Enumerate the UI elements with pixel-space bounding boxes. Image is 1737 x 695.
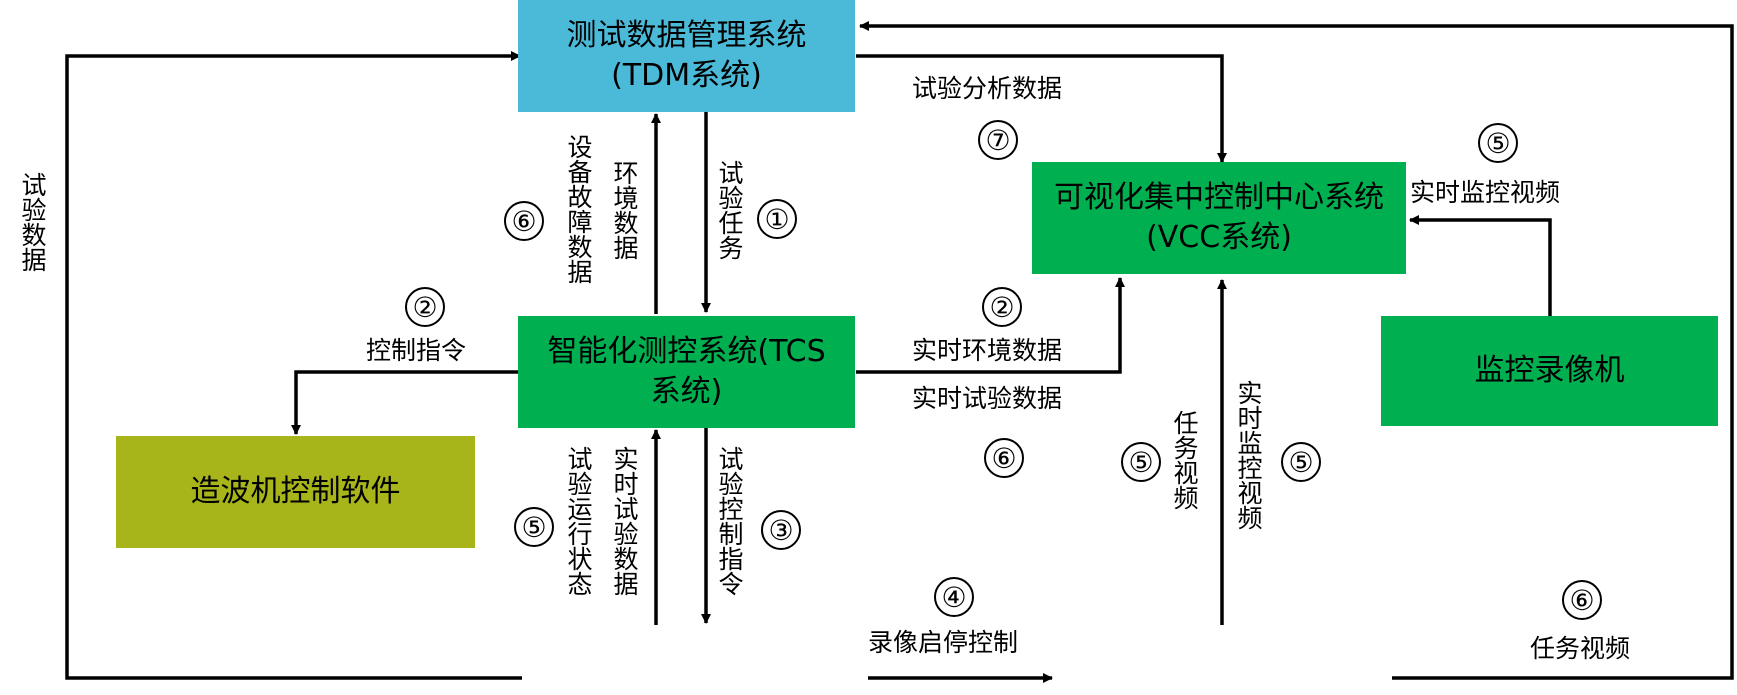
- step-number-5-mid: ⑤: [1121, 442, 1161, 482]
- label-realtime-monitor-video-vertical: 实时监控视频: [1234, 380, 1263, 530]
- vcc-subtitle: (VCC系统): [1146, 220, 1292, 255]
- label-device-fault-data: 设备故障数据: [564, 134, 593, 284]
- step-number-6-left: ⑥: [504, 201, 544, 241]
- step-number-6-bottom: ⑥: [1562, 580, 1602, 620]
- step-number-1: ①: [757, 199, 797, 239]
- label-test-run-status: 试验运行状态: [564, 446, 593, 596]
- step-number-2-left: ②: [405, 287, 445, 327]
- step-number-6-mid: ⑥: [984, 438, 1024, 478]
- wave-maker-software-box: 造波机控制软件: [116, 436, 475, 548]
- tdm-title: 测试数据管理系统: [566, 18, 807, 53]
- tdm-subtitle: (TDM系统): [611, 58, 762, 93]
- step-number-5-top: ⑤: [1478, 123, 1518, 163]
- label-realtime-test-data: 实时试验数据: [912, 384, 1063, 413]
- monitor-recorder-box: 监控录像机: [1381, 316, 1718, 426]
- vcc-system-box: 可视化集中控制中心系统 (VCC系统): [1032, 162, 1406, 274]
- label-task-video-vertical: 任务视频: [1170, 410, 1199, 510]
- vcc-title: 可视化集中控制中心系统: [1054, 180, 1384, 215]
- arrow-test-data-left: [65, 51, 522, 680]
- monitor-title: 监控录像机: [1474, 353, 1625, 388]
- label-env-data: 环境数据: [610, 160, 639, 260]
- tcs-system-box: 智能化测控系统(TCS 系统): [518, 316, 855, 428]
- step-number-5-right: ⑤: [1281, 442, 1321, 482]
- step-number-3: ③: [761, 510, 801, 550]
- label-task-video-bottom: 任务视频: [1530, 634, 1631, 663]
- label-test-control-cmd: 试验控制指令: [715, 446, 744, 596]
- arrow-task-video-loop: [859, 21, 1734, 680]
- step-number-4: ④: [934, 577, 974, 617]
- arrow-control-cmd: [291, 370, 520, 435]
- tdm-system-box: 测试数据管理系统 (TDM系统): [518, 0, 855, 112]
- label-record-start-stop: 录像启停控制: [868, 628, 1019, 657]
- wave-title: 造波机控制软件: [190, 474, 401, 509]
- step-number-2-right: ②: [982, 287, 1022, 327]
- step-number-7: ⑦: [978, 120, 1018, 160]
- arrow-monitor-to-vcc: [1409, 215, 1552, 316]
- label-realtime-monitor-video-top: 实时监控视频: [1410, 178, 1561, 207]
- label-realtime-test-data-vertical: 实时试验数据: [610, 446, 639, 596]
- label-test-data-left: 试验数据: [18, 172, 47, 272]
- label-realtime-env-data: 实时环境数据: [912, 336, 1063, 365]
- tcs-subtitle: 系统): [650, 374, 723, 409]
- tcs-title: 智能化测控系统(TCS: [547, 334, 826, 369]
- arrow-analysis-data: [856, 54, 1227, 163]
- step-number-5-left: ⑤: [514, 507, 554, 547]
- label-test-analysis-data: 试验分析数据: [912, 74, 1063, 103]
- label-test-task: 试验任务: [715, 160, 744, 260]
- label-control-cmd: 控制指令: [366, 336, 467, 365]
- arrow-realtime-env: [856, 277, 1125, 374]
